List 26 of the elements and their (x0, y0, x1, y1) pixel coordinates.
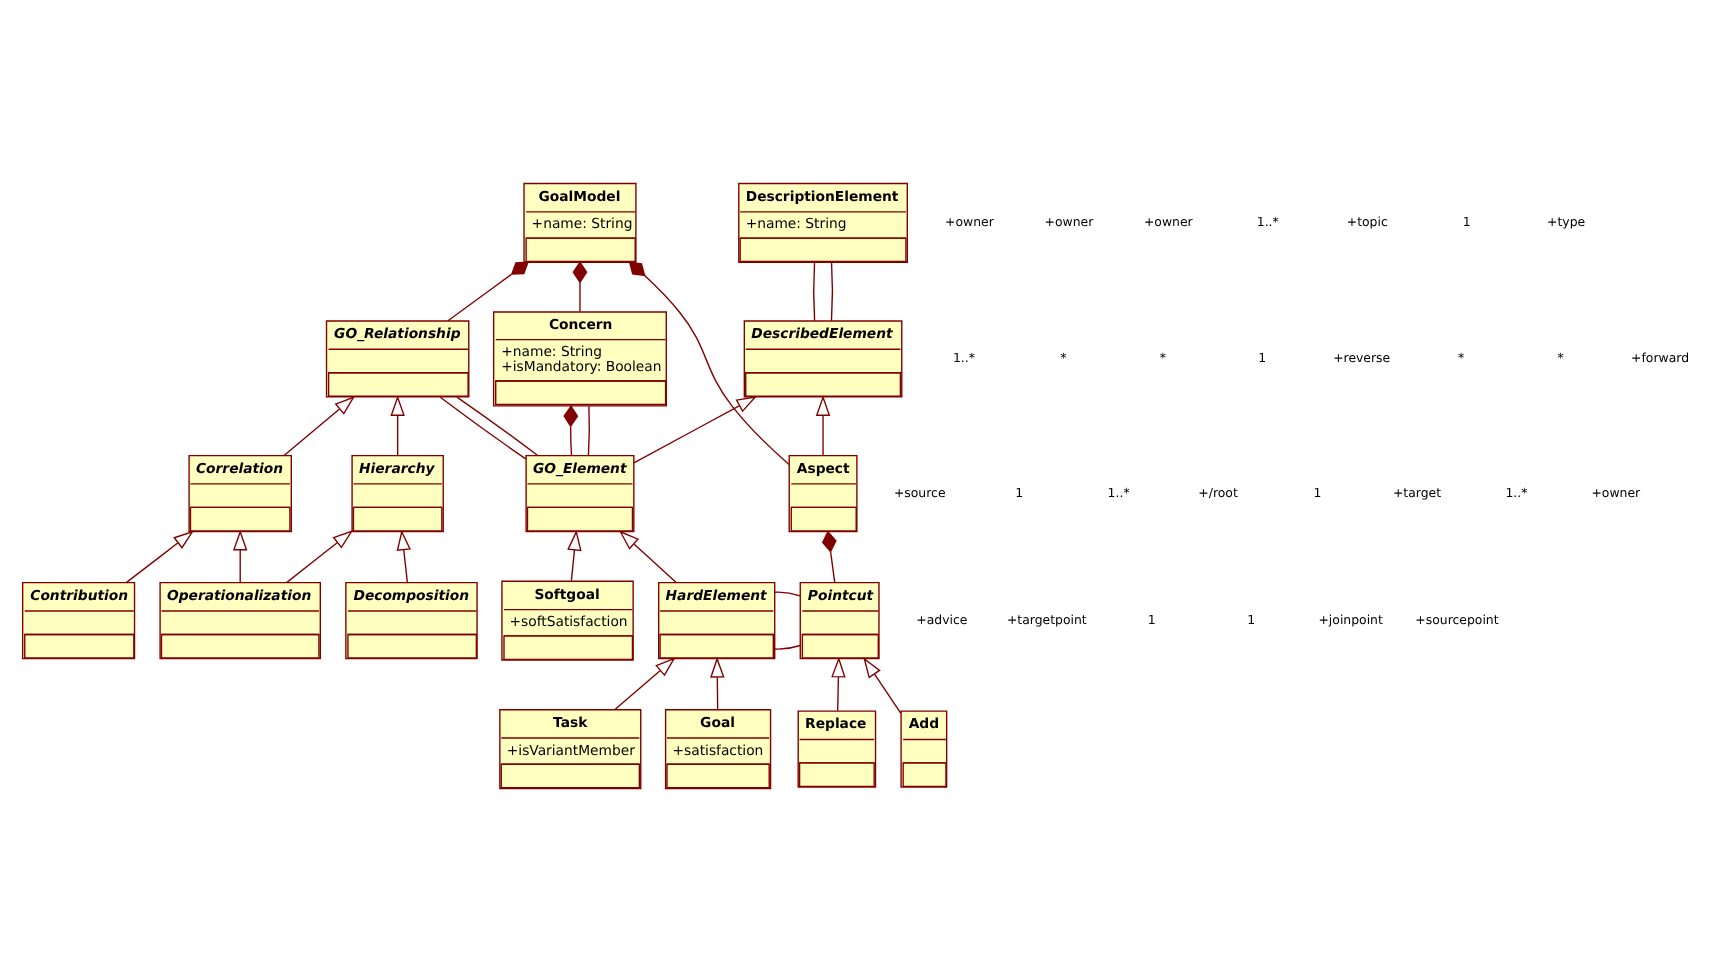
connector (439, 396, 527, 460)
arrow (285, 530, 354, 584)
arrow (283, 395, 356, 457)
arrow (831, 656, 846, 712)
arrow (232, 529, 248, 584)
arrow (863, 657, 902, 715)
arrow (633, 396, 758, 464)
connector (813, 261, 816, 322)
arrow (390, 395, 405, 457)
arrow (815, 395, 831, 457)
connector (456, 396, 539, 457)
connector (572, 261, 588, 313)
connector (587, 405, 590, 457)
connector (821, 530, 837, 584)
arrow (567, 529, 582, 582)
connector (563, 405, 579, 457)
arrow (618, 530, 678, 584)
arrow (710, 656, 725, 711)
connector (774, 644, 801, 650)
arrow (125, 530, 195, 584)
connector (830, 261, 834, 322)
connector (774, 591, 801, 597)
connector (447, 261, 529, 322)
connector (628, 261, 790, 466)
arrow (613, 657, 676, 711)
arrow (396, 529, 411, 584)
